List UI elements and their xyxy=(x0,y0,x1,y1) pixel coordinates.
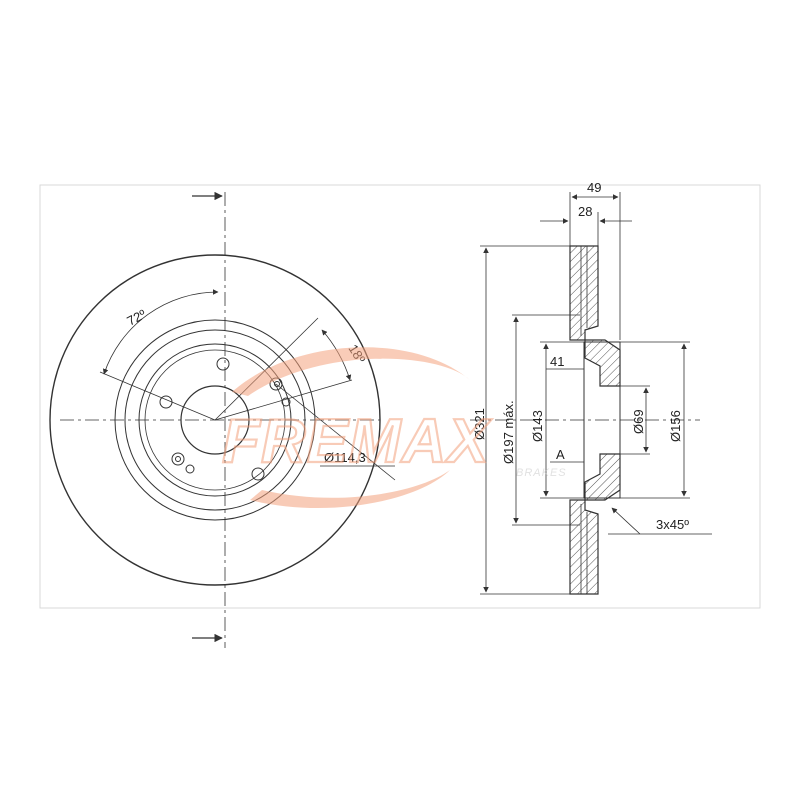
watermark-swoosh xyxy=(232,347,470,396)
hat-lower xyxy=(584,453,621,501)
angle-leg xyxy=(214,317,319,421)
front-view xyxy=(49,191,396,648)
chamfer-arrow xyxy=(611,507,641,535)
dim-143-label: Ø143 xyxy=(530,410,545,442)
dim-49-label: 49 xyxy=(587,180,601,195)
bolt-hole xyxy=(171,452,185,466)
datum-label: A xyxy=(556,447,565,462)
threaded-hole xyxy=(185,464,195,474)
friction-ring-upper xyxy=(569,245,599,341)
dim-41-label: 41 xyxy=(550,354,564,369)
dim-321-label: Ø321 xyxy=(472,408,487,440)
angle-leg xyxy=(214,379,353,421)
angle-arc-72 xyxy=(102,289,219,375)
vertical-dimensions xyxy=(480,245,690,595)
bolt-hole xyxy=(175,456,181,462)
threaded-hole xyxy=(281,397,291,407)
fremax-watermark: FREMAX BRAKES xyxy=(221,347,567,509)
watermark-swoosh xyxy=(250,470,450,509)
chamfer-label: 3x45º xyxy=(656,517,689,532)
dim-156-label: Ø156 xyxy=(668,410,683,442)
section-view xyxy=(470,192,712,595)
angle-72-label: 72º xyxy=(124,306,148,328)
dim-69-label: Ø69 xyxy=(631,409,646,434)
horizontal-dimensions xyxy=(540,192,712,535)
hat-upper xyxy=(584,339,621,387)
angle-leg xyxy=(99,371,216,421)
friction-ring-lower xyxy=(569,499,599,595)
watermark-subtitle: BRAKES xyxy=(516,467,567,479)
pcd-label: Ø114,3 xyxy=(324,450,366,465)
bolt-hole xyxy=(274,381,280,387)
pcd-leader xyxy=(275,383,396,481)
bolt-hole xyxy=(216,357,230,371)
drawing-frame xyxy=(39,184,761,609)
watermark-brand: FREMAX xyxy=(222,407,492,476)
dim-197-label: Ø197 máx. xyxy=(501,400,516,464)
bolt-hole xyxy=(251,467,265,481)
dim-28-label: 28 xyxy=(578,204,592,219)
